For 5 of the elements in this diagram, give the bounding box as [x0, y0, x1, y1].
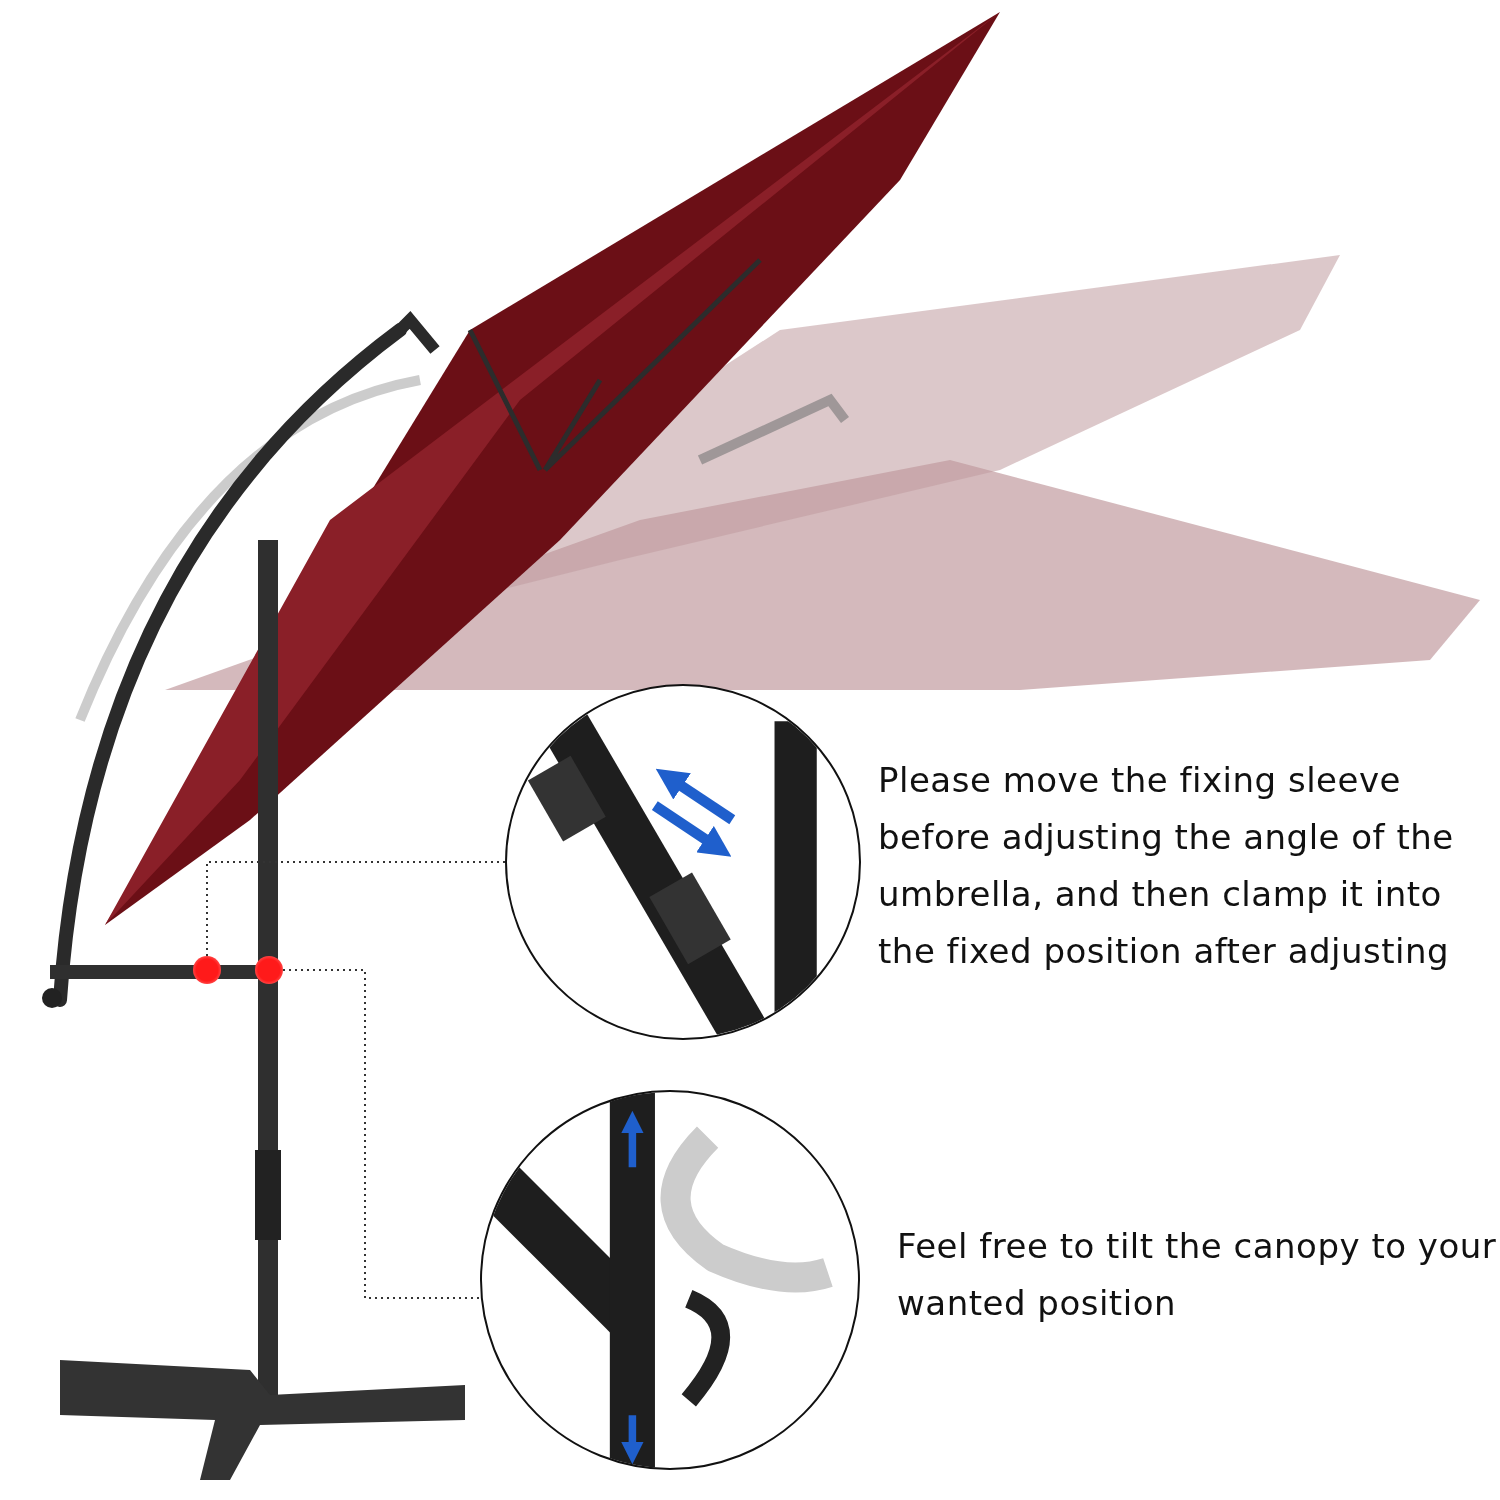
- instruction-text: Please move the fixing sleeve before adjusting the angle of the umbrella, and then clamp it into the fixed position after adjusting: [878, 759, 1455, 973]
- marker-dot: [255, 956, 283, 984]
- leader-line: [206, 861, 506, 957]
- instruction-text: Feel free to tilt the canopy to your wanted position: [897, 1225, 1497, 1325]
- marker-dot: [193, 956, 221, 984]
